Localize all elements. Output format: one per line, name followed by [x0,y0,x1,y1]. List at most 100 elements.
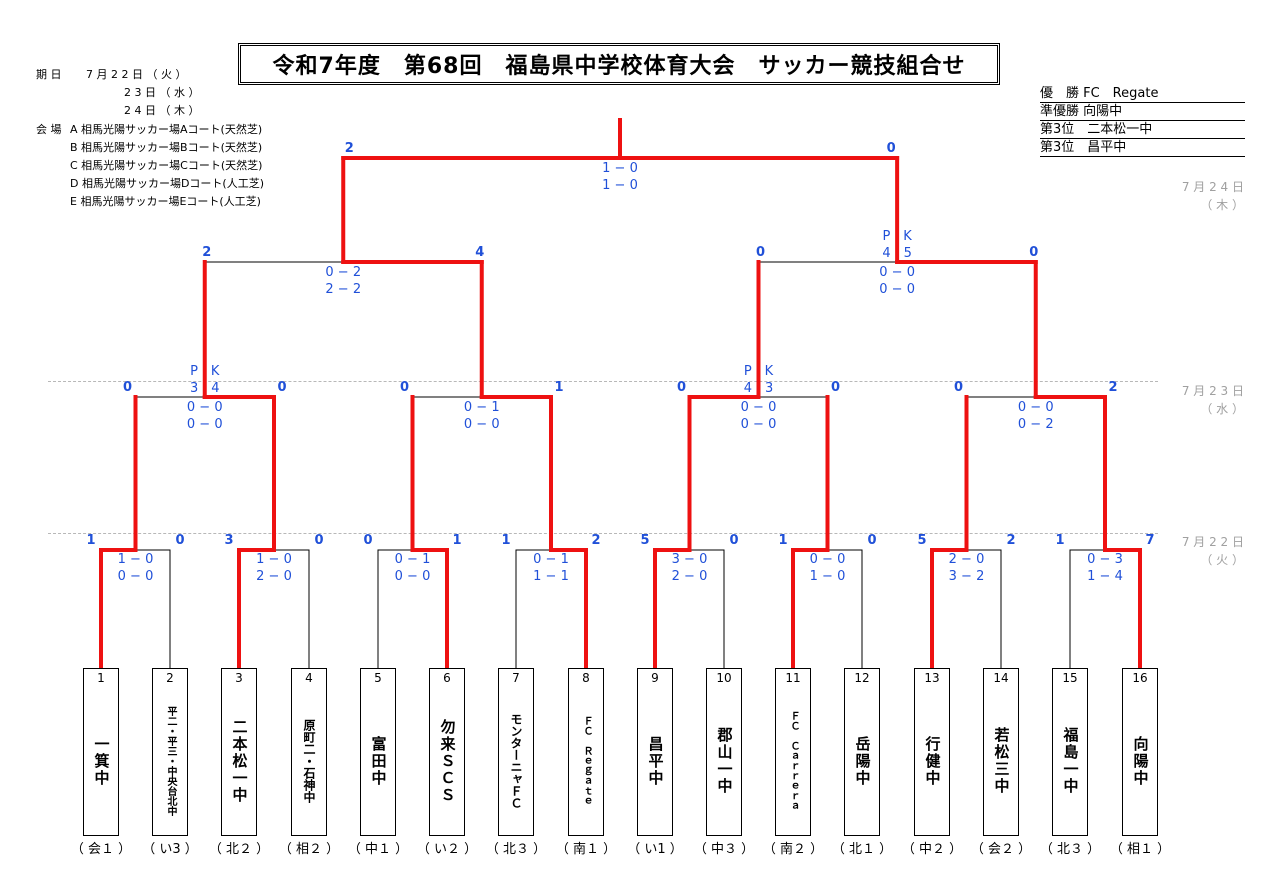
r1-score-left: 5 [640,533,650,548]
qf-score-right: 0 [830,380,841,395]
sf-score-right: 4 [475,245,485,260]
team-box: 15 福島一中 [1052,668,1088,836]
result-third-1: 第3位 二本松一中 [1040,121,1245,139]
sf-pk-label: P K [882,229,912,244]
team-name: 富田中 [369,735,388,787]
r1-score-right: 2 [591,533,601,548]
team-number: 4 [305,671,313,685]
team-league: （ 北１ ） [831,842,893,857]
team-name: 二本松一中 [230,718,249,804]
team-name: 一箕中 [92,735,111,787]
r1-half-2: 0 − 0 [394,569,431,584]
r1-half-2: 3 − 2 [948,569,985,584]
venue-d: D 相馬光陽サッカー場Dコート(人工芝) [70,177,265,190]
qf-score-left: 0 [953,380,964,395]
r1-half-1: 0 − 1 [394,552,431,567]
r1-half-1: 1 − 0 [117,552,154,567]
r1-score-right: 2 [1006,533,1016,548]
team-box: 14 若松三中 [983,668,1019,836]
qf-score-right: 0 [277,380,287,395]
team-number: 7 [512,671,520,685]
team-name: モンターニャＦＣ [509,713,523,809]
team-name: 向陽中 [1131,735,1150,787]
title-text: 令和7年度 第68回 福島県中学校体育大会 サッカー競技組合せ [272,54,966,79]
team-box: 1 一箕中 [83,668,119,836]
team-number: 15 [1062,671,1078,685]
team-league: （ 南２ ） [762,842,824,857]
team-league: （ 中２ ） [901,842,963,857]
qf-pk-score: 3 4 [189,381,220,396]
venue-c: C 相馬光陽サッカー場Cコート(天然芝) [70,159,263,172]
r1-score-left: 1 [86,533,96,548]
team-league: （ い２ ） [416,842,478,857]
sf-score-left: 0 [755,245,766,260]
qf-pk-score: 4 3 [743,381,774,396]
result-runner-up: 準優勝 向陽中 [1040,103,1245,121]
r1-half-1: 1 − 0 [256,552,292,567]
page-title: 令和7年度 第68回 福島県中学校体育大会 サッカー競技組合せ [238,43,1000,85]
final-half-1: 1 − 0 [602,161,638,176]
qf-half-1: 0 − 0 [1017,400,1054,415]
team-number: 1 [97,671,105,685]
r1-half-1: 3 − 0 [671,552,708,567]
round-divider-qf [48,381,1158,382]
final-score-left: 2 [344,141,354,156]
team-number: 9 [651,671,659,685]
round-date-final: 7 月 2 4 日 （ 木 ） [1181,180,1244,212]
r1-half-2: 2 − 0 [671,569,708,584]
qf-half-2: 0 − 2 [1017,417,1054,432]
round-divider-r1 [48,533,1158,534]
team-name: 若松三中 [992,727,1011,795]
result-third-2: 第3位 昌平中 [1040,139,1245,157]
qf-score-right: 1 [554,380,564,395]
qf-score-right: 2 [1108,380,1118,395]
team-box: 9 昌平中 [637,668,673,836]
team-league: （ 中１ ） [347,842,409,857]
r1-half-2: 1 − 0 [809,569,846,584]
team-number: 12 [854,671,870,685]
team-number: 14 [993,671,1009,685]
qf-pk-label: P K [190,364,220,379]
venue-a: A 相馬光陽サッカー場Aコート(天然芝) [70,123,263,136]
sf-score-left: 2 [202,245,212,260]
team-name: 福島一中 [1061,727,1080,795]
team-league: （ 会２ ） [970,842,1032,857]
team-name: 行健中 [923,735,942,787]
r1-half-1: 0 − 1 [533,552,569,567]
venue-e: E 相馬光陽サッカー場Eコート(人工芝) [70,195,261,208]
result-winner: 優 勝 FC Regate [1040,85,1245,103]
r1-half-2: 1 − 4 [1087,569,1123,584]
r1-score-left: 1 [1055,533,1065,548]
team-name: 平二・平三・中央台北中 [165,706,176,816]
r1-score-right: 0 [314,533,324,548]
r1-score-left: 5 [917,533,927,548]
team-name: 昌平中 [646,735,665,787]
qf-half-1: 0 − 0 [186,400,223,415]
r1-half-1: 0 − 3 [1087,552,1123,567]
r1-score-right: 1 [452,533,462,548]
team-league: （ い1 ） [627,842,683,857]
team-league: （ 相２ ） [278,842,340,857]
r1-score-right: 0 [729,533,739,548]
qf-half-2: 0 − 0 [186,417,223,432]
team-league: （ 北２ ） [208,842,270,857]
date-label: 期 日 [36,68,62,81]
qf-half-2: 0 − 0 [463,417,500,432]
team-number: 10 [716,671,732,685]
team-number: 8 [582,671,590,685]
qf-score-left: 0 [122,380,133,395]
team-box: 16 向陽中 [1122,668,1158,836]
sf-pk-score: 4 5 [882,246,912,261]
team-number: 3 [235,671,243,685]
r1-half-2: 2 − 0 [256,569,292,584]
team-box: 7 モンターニャＦＣ [498,668,534,836]
round-date-qf: 7 月 2 3 日 （ 水 ） [1181,384,1244,416]
team-number: 16 [1132,671,1148,685]
